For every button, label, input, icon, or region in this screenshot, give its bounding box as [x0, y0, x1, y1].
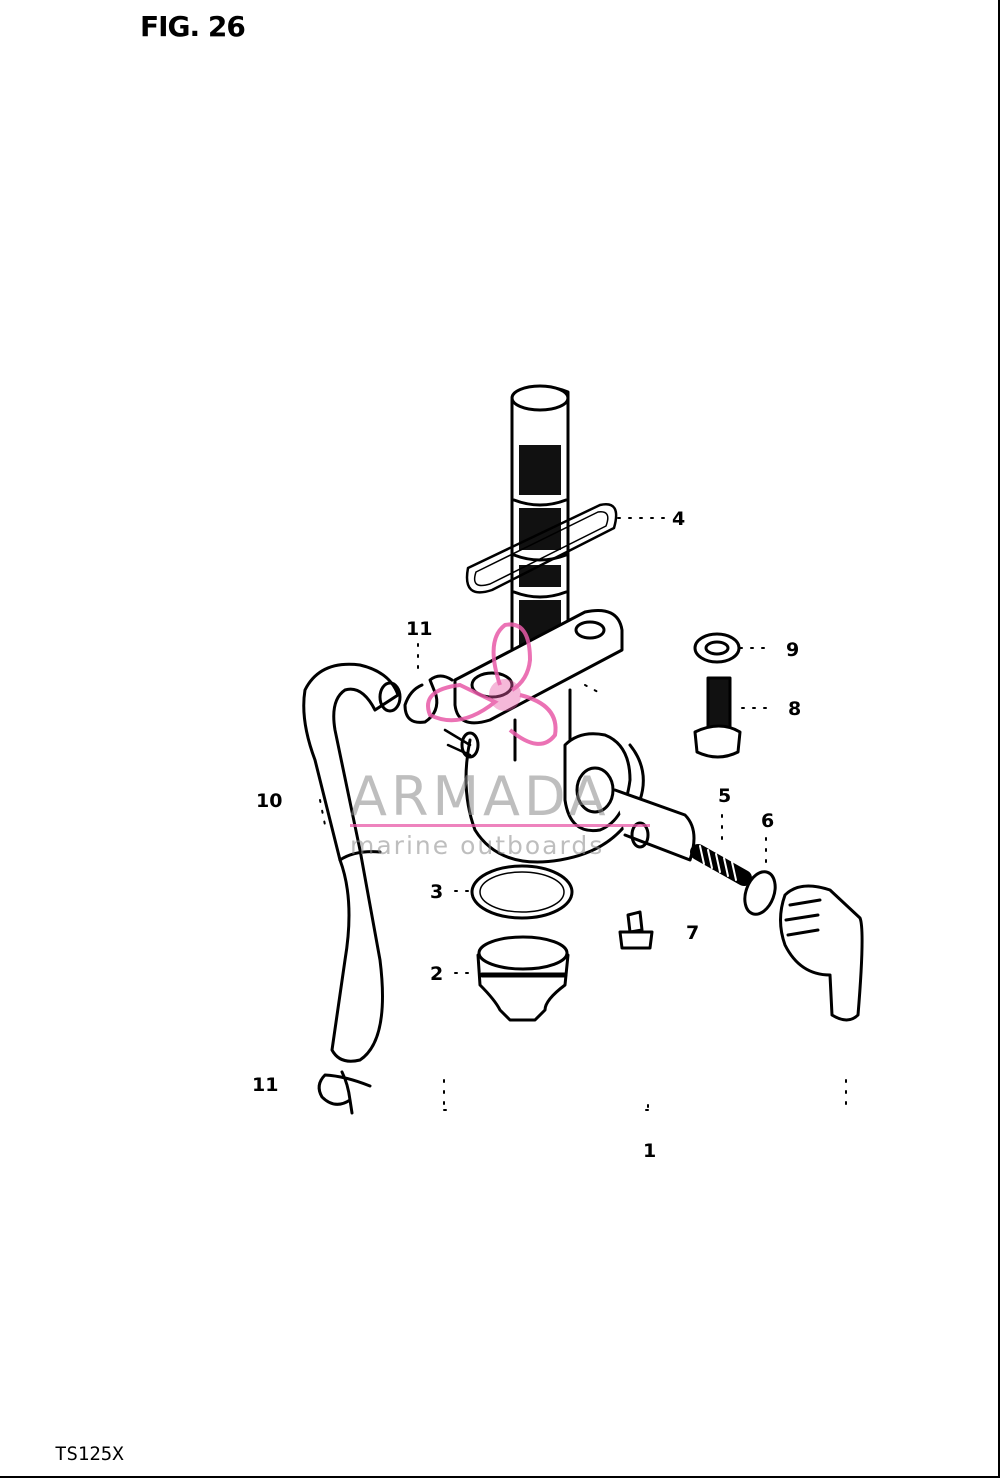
- callout-7: 7: [686, 922, 699, 944]
- model-code: TS125X: [55, 1443, 124, 1465]
- callout-11-lower: 11: [252, 1074, 278, 1096]
- callout-8: 8: [788, 698, 801, 720]
- figure-title: FIG. 26: [140, 10, 246, 43]
- fuel-hose-10: [302, 662, 402, 1063]
- armada-watermark: ARMADA marine outboards: [350, 622, 650, 860]
- spring-6: [690, 844, 752, 886]
- propeller-logo-icon: [426, 622, 558, 746]
- screw-7: [618, 910, 654, 950]
- lever-shaft: [613, 788, 696, 862]
- lever-knob: [779, 884, 864, 1022]
- callout-1: 1: [643, 1140, 656, 1162]
- fuel-cock-body: [443, 688, 645, 864]
- callout-6: 6: [761, 810, 774, 832]
- washer-9: [693, 632, 741, 664]
- hose-clamp-11-upper: [403, 674, 454, 724]
- o-ring-4: [465, 503, 618, 594]
- watermark-tagline: marine outboards: [350, 831, 604, 860]
- mounting-flange: [453, 609, 624, 725]
- callout-5: 5: [718, 785, 731, 807]
- callout-3: 3: [430, 881, 443, 903]
- sediment-cup-2: [476, 935, 570, 1022]
- washer-6: [743, 870, 777, 916]
- callout-labels: 4 11 9 8 10 5 6 3 7 2 11 1: [252, 508, 801, 1162]
- callout-11-upper: 11: [406, 618, 432, 640]
- o-ring-3: [470, 864, 574, 920]
- callout-4: 4: [672, 508, 685, 530]
- callout-9: 9: [786, 639, 799, 661]
- callout-2: 2: [430, 963, 443, 985]
- callout-10: 10: [256, 790, 282, 812]
- hose-clamp-11-lower: [317, 1070, 372, 1115]
- bolt-8: [693, 676, 742, 759]
- watermark-brand: ARMADA: [350, 765, 610, 828]
